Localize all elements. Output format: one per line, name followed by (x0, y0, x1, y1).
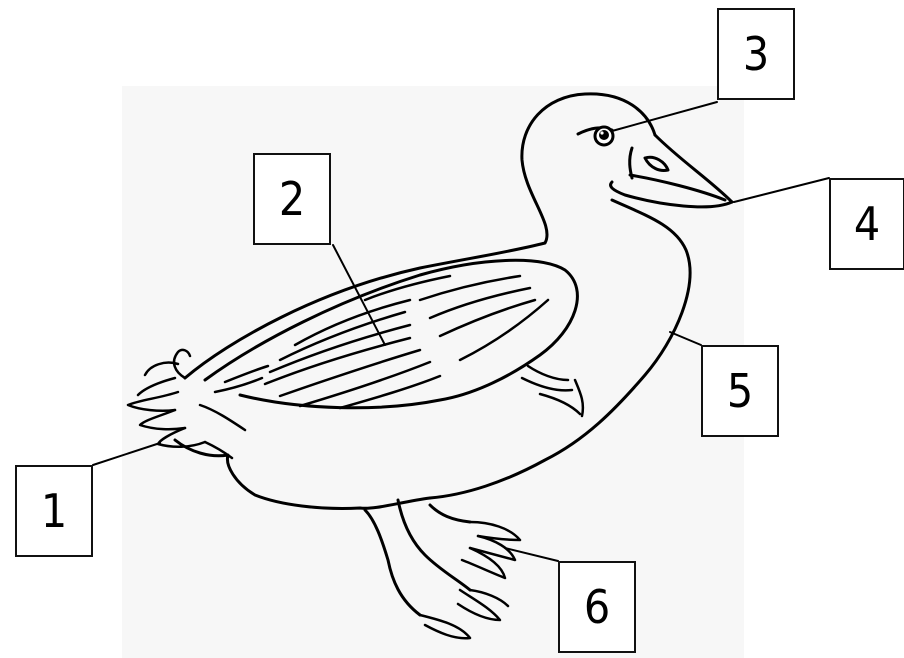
leader-5 (670, 332, 701, 345)
label-5: 5 (701, 345, 779, 437)
label-2: 2 (253, 153, 331, 245)
label-3-text: 3 (743, 27, 769, 81)
label-4: 4 (829, 178, 904, 270)
nostril (645, 157, 668, 170)
legs (365, 500, 470, 615)
beak-base (630, 148, 632, 178)
label-1: 1 (15, 465, 93, 557)
beak-line (630, 175, 725, 200)
label-4-text: 4 (854, 197, 880, 251)
wing-outline (205, 260, 577, 407)
label-1-text: 1 (41, 484, 67, 538)
label-6: 6 (558, 561, 636, 653)
label-3: 3 (717, 8, 795, 100)
label-6-text: 6 (584, 580, 610, 634)
label-5-text: 5 (727, 364, 753, 418)
leader-4 (734, 178, 829, 202)
duck-belly-outline (175, 440, 430, 508)
webbed-foot (420, 522, 520, 638)
breast-shading (522, 366, 583, 416)
label-2-text: 2 (279, 172, 305, 226)
eye (578, 127, 613, 145)
leader-3 (612, 102, 717, 131)
leader-1 (93, 443, 160, 465)
duck-breast-outline (430, 200, 690, 498)
